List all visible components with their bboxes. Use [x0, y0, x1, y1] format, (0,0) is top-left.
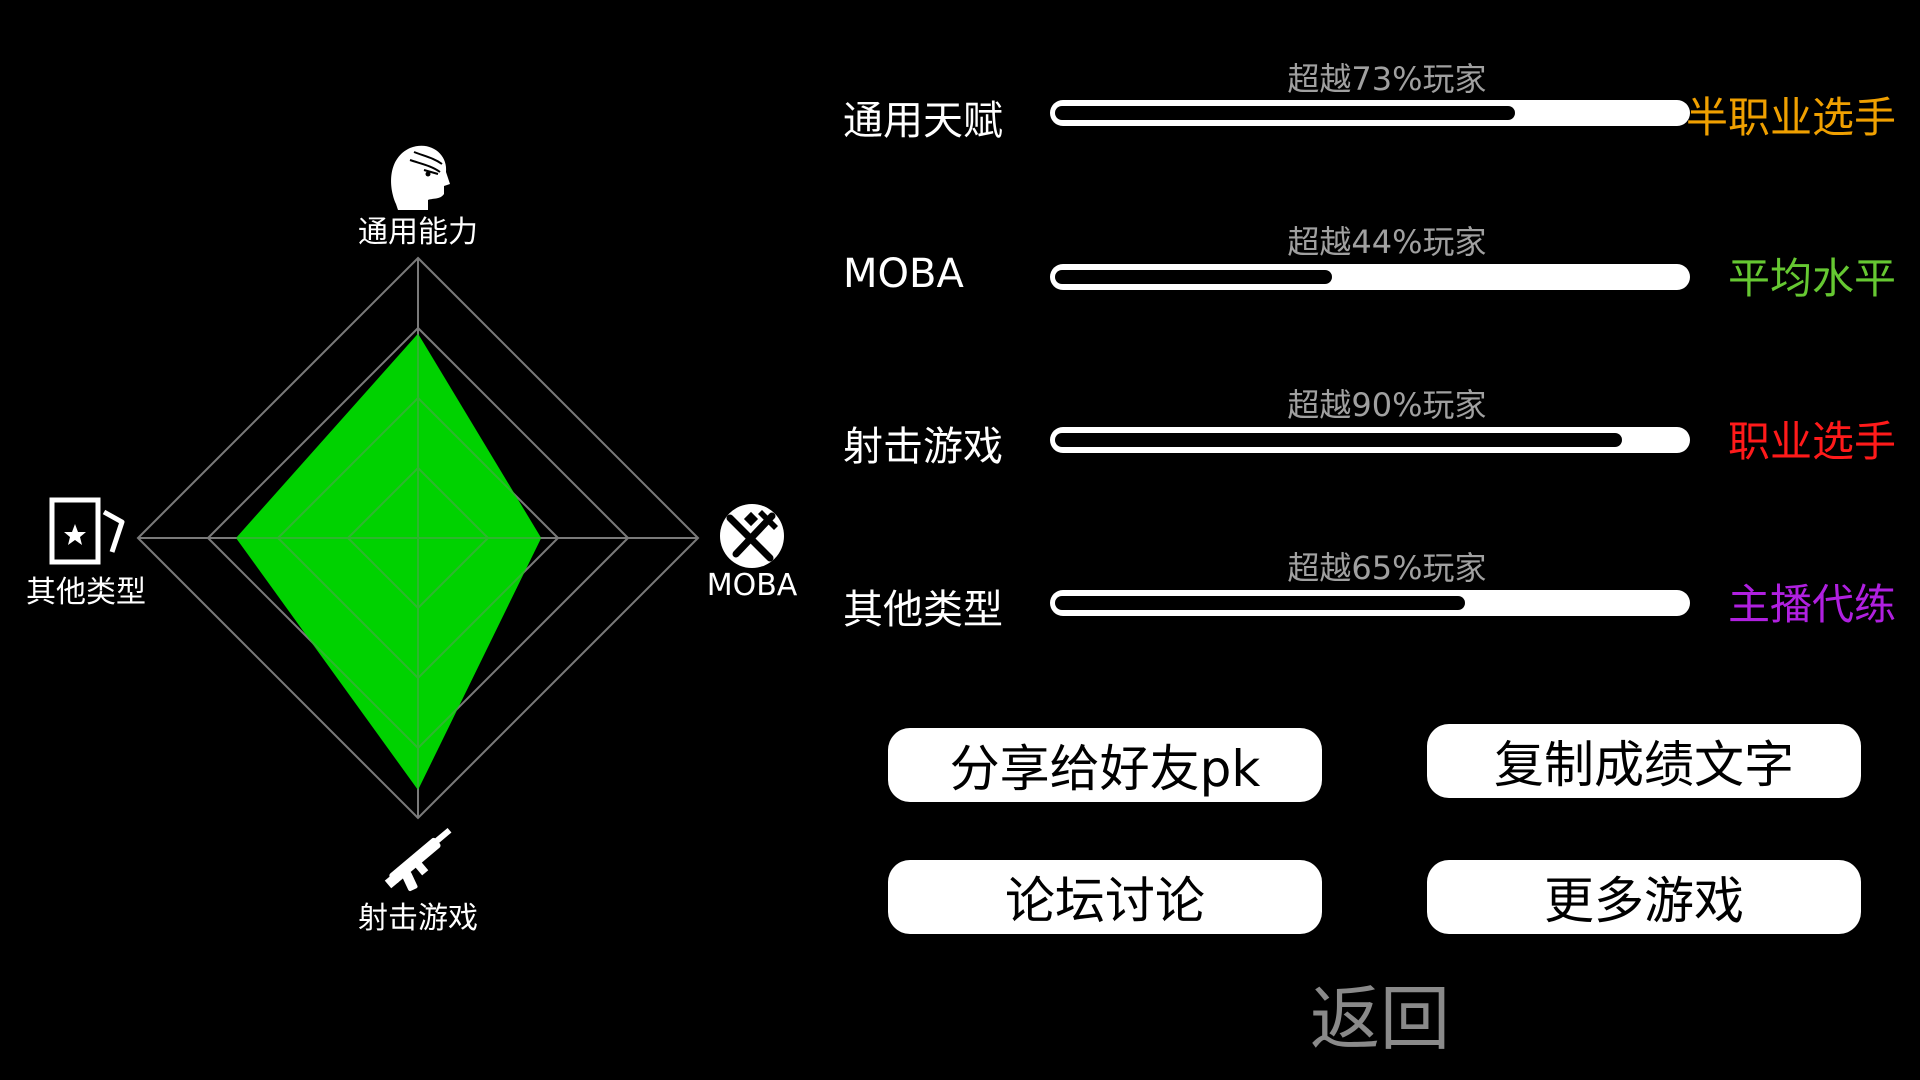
- progress-bar-fill: [1055, 106, 1515, 120]
- radar-ring: [206, 326, 630, 750]
- stat-label: 通用天赋: [843, 98, 1003, 144]
- radar-ring: [276, 396, 560, 680]
- percent-text: 超越65%玩家: [1287, 549, 1487, 587]
- progress-bar: [1050, 264, 1690, 290]
- progress-bar-fill: [1055, 270, 1332, 284]
- radar-label-moba: MOBA: [706, 568, 798, 603]
- percent-text: 超越44%玩家: [1287, 223, 1487, 261]
- gun-icon: [384, 827, 452, 892]
- more-games-button[interactable]: 更多游戏: [1427, 860, 1861, 934]
- back-button[interactable]: 返回: [1310, 977, 1450, 1060]
- stat-label: 射击游戏: [843, 424, 1003, 470]
- radar-ring: [136, 256, 700, 820]
- radar-label-other: 其他类型: [26, 575, 146, 610]
- card-icon: [49, 497, 125, 565]
- progress-bar-fill: [1055, 596, 1465, 610]
- progress-bar: [1050, 100, 1690, 126]
- copy-results-button[interactable]: 复制成绩文字: [1427, 724, 1861, 798]
- rank-label: 主播代练: [1727, 580, 1896, 629]
- percent-text: 超越73%玩家: [1287, 60, 1487, 98]
- progress-bar: [1050, 427, 1690, 453]
- head-icon: [391, 145, 450, 210]
- rank-label: 职业选手: [1727, 417, 1896, 466]
- rank-label: 平均水平: [1727, 254, 1896, 303]
- radar-label-shooter: 射击游戏: [358, 901, 478, 936]
- radar-value-shape: [236, 333, 542, 790]
- progress-bar: [1050, 590, 1690, 616]
- stat-label: MOBA: [843, 251, 964, 297]
- radar-chart: [49, 145, 784, 892]
- radar-label-general: 通用能力: [358, 215, 478, 250]
- stat-label: 其他类型: [843, 587, 1003, 633]
- moba-icon: [720, 504, 784, 568]
- percent-text: 超越90%玩家: [1287, 386, 1487, 424]
- forum-button[interactable]: 论坛讨论: [888, 860, 1322, 934]
- radar-grid-overlay: [136, 256, 700, 820]
- rank-label: 半职业选手: [1685, 93, 1896, 142]
- share-button[interactable]: 分享给好友pk: [888, 728, 1322, 802]
- radar-ring: [346, 466, 490, 610]
- progress-bar-fill: [1055, 433, 1622, 447]
